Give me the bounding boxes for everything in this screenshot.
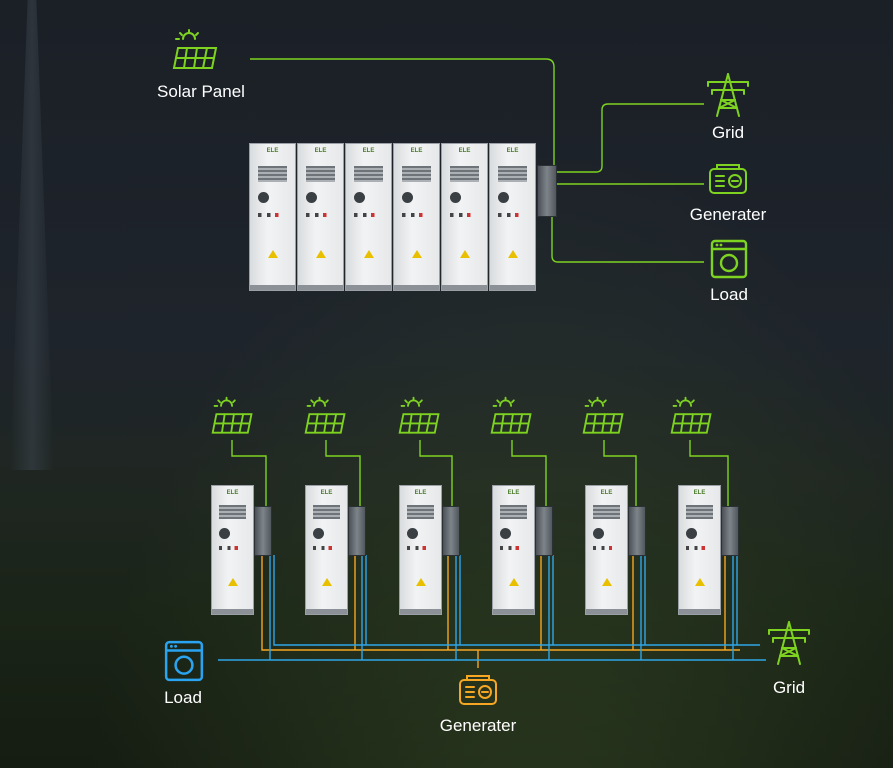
bottom-solar-wires	[231, 440, 729, 506]
battery-cabinet: ELE	[585, 485, 628, 615]
solar-panel-icon	[670, 396, 712, 434]
top-grid-label: Grid	[711, 123, 745, 142]
solar-panel-icon	[304, 396, 346, 434]
battery-cabinet: ELE	[393, 143, 440, 291]
solar-panel-icon	[582, 396, 624, 434]
generator-icon	[709, 164, 747, 194]
battery-cabinet: ELE	[489, 143, 536, 291]
grid-tower-icon	[707, 73, 749, 117]
battery-cabinet: ELE	[345, 143, 392, 291]
ac-bus	[218, 555, 766, 661]
bottom-load-label: Load	[164, 688, 202, 707]
inverter-unit	[254, 506, 272, 556]
inverter-unit	[721, 506, 739, 556]
inverter-unit	[628, 506, 646, 556]
top-solar-label: Solar Panel	[157, 82, 245, 101]
solar-panel-icon	[172, 29, 218, 69]
battery-cabinet: ELE	[399, 485, 442, 615]
battery-cabinet: ELE	[492, 485, 535, 615]
generator-icon	[459, 675, 497, 705]
generator-bus	[261, 555, 740, 668]
grid-tower-icon	[768, 621, 810, 665]
washing-machine-load-icon	[164, 640, 204, 682]
battery-cabinet: ELE	[678, 485, 721, 615]
top-load-label: Load	[710, 285, 748, 304]
solar-panel-icon	[490, 396, 532, 434]
top-load-wire	[551, 214, 704, 263]
battery-cabinet: ELE	[297, 143, 344, 291]
battery-cabinet: ELE	[249, 143, 296, 291]
battery-cabinet: ELE	[305, 485, 348, 615]
solar-panel-icon	[398, 396, 440, 434]
bottom-grid-label: Grid	[772, 678, 806, 697]
washing-machine-load-icon	[710, 239, 748, 279]
inverter-unit	[442, 506, 460, 556]
top-generator-label: Generater	[689, 205, 767, 224]
inverter-unit	[348, 506, 366, 556]
battery-cabinet: ELE	[441, 143, 488, 291]
top-grid-wire	[556, 103, 704, 173]
bottom-generator-label: Generater	[439, 716, 517, 735]
battery-cabinet: ELE	[211, 485, 254, 615]
top-solar-wire	[250, 58, 555, 170]
inverter-unit	[535, 506, 553, 556]
inverter-unit	[537, 165, 557, 217]
solar-panel-icon	[211, 396, 253, 434]
